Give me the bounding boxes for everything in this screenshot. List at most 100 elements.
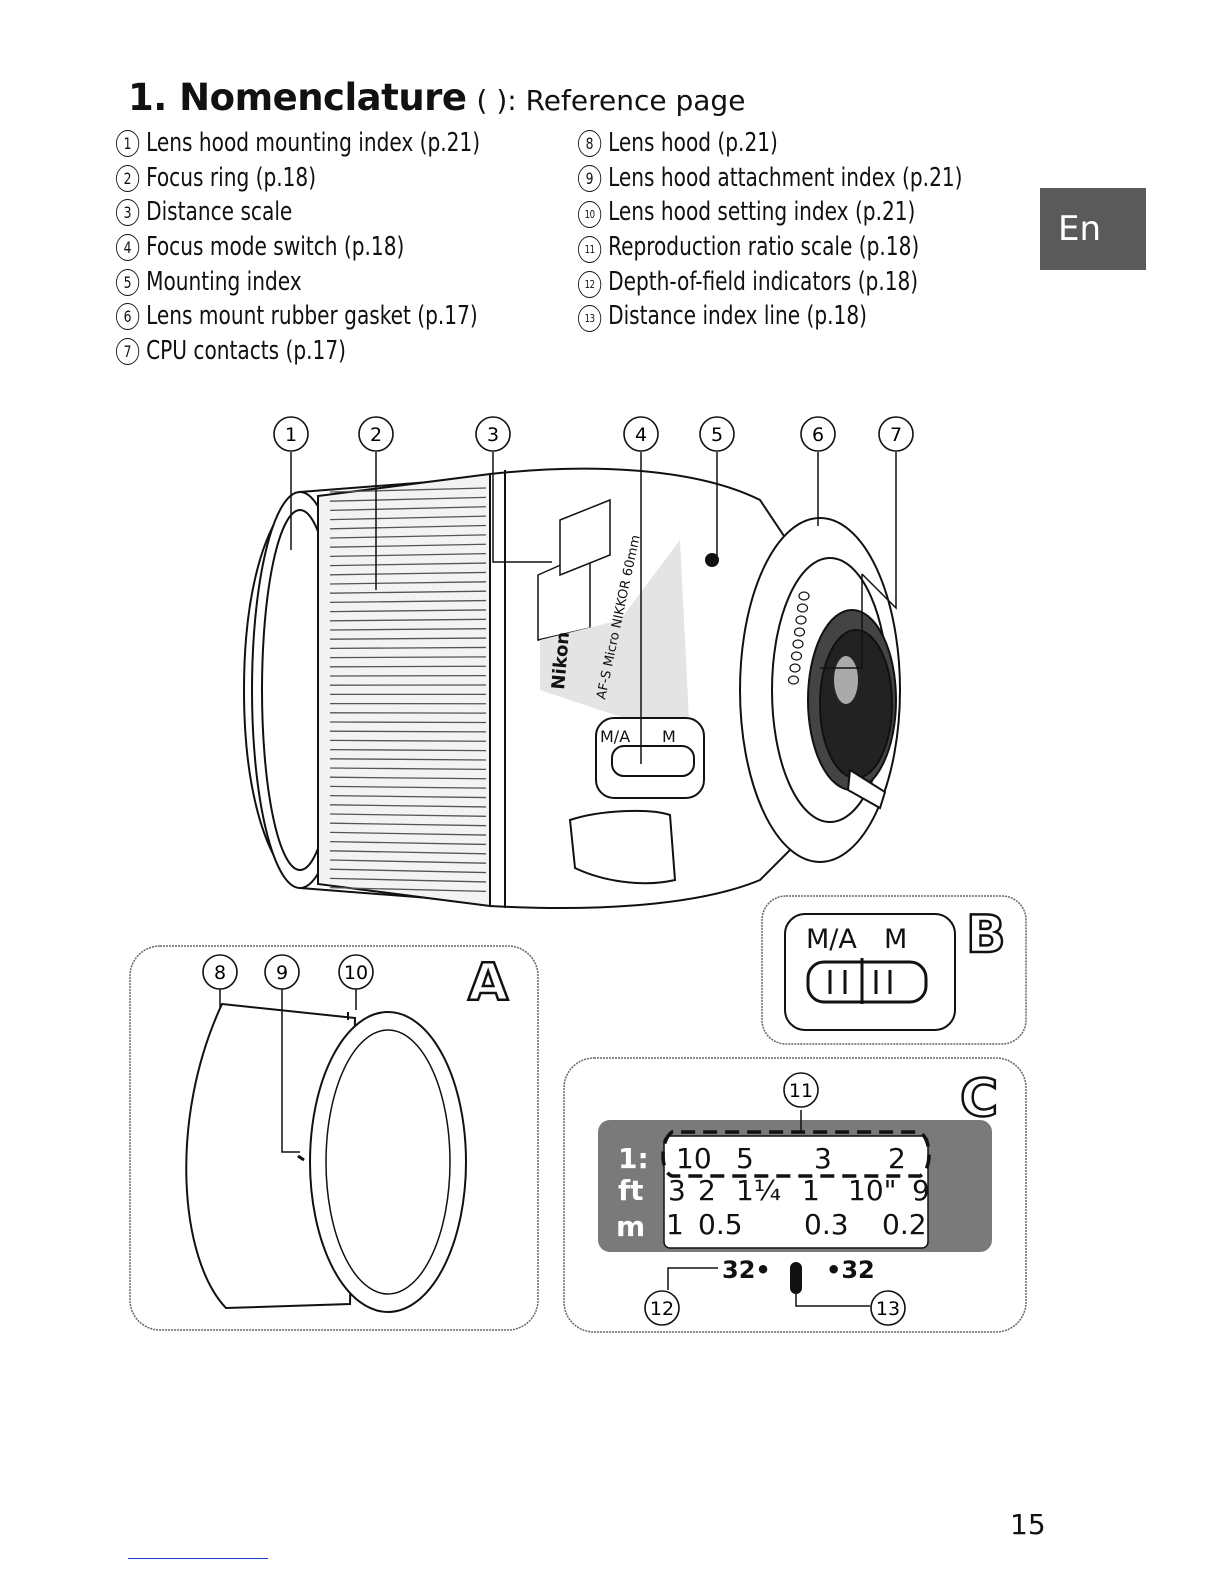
callout-main: 4 (635, 424, 647, 446)
callout-a: 9 (276, 962, 288, 984)
scale-value: 1 (802, 1174, 820, 1207)
lens-brand: Nikon (548, 631, 574, 691)
row-label-m: m (616, 1210, 645, 1243)
language-tab: En (1040, 188, 1146, 270)
page-title: 1. Nomenclature ( ): Reference page (128, 76, 745, 119)
callout-main-circle (475, 416, 511, 452)
part-number: 8 (578, 130, 602, 157)
callout-main: 5 (711, 424, 723, 446)
callout-main: 7 (890, 424, 902, 446)
part-number: 3 (116, 199, 140, 227)
callout-ratio: 11 (789, 1080, 813, 1102)
callout-main: 6 (812, 424, 824, 446)
part-label: Lens mount rubber gasket (p.17) (146, 301, 478, 332)
scale-value: 1 (666, 1208, 684, 1241)
part-label: Focus mode switch (p.18) (146, 232, 405, 263)
callout-dof: 12 (650, 1298, 674, 1320)
footer-rule (128, 1558, 268, 1559)
callout-index: 13 (876, 1298, 900, 1320)
inset-c-letter: C (960, 1069, 998, 1129)
section-heading: 1. Nomenclature (128, 76, 467, 119)
part-label: Distance index line (p.18) (608, 301, 868, 332)
page-number: 15 (1010, 1508, 1046, 1541)
scale-value: 0.5 (698, 1208, 743, 1241)
part-number: 2 (116, 164, 140, 192)
switch-label-ma: M/A (600, 727, 630, 746)
part-label: Reproduction ratio scale (p.18) (608, 232, 920, 263)
callout-main-circle (878, 416, 914, 452)
callout-main-circle (623, 416, 659, 452)
part-number: 1 (116, 130, 140, 157)
row-label-ft: ft (618, 1174, 644, 1207)
part-label: Mounting index (146, 266, 302, 297)
scale-value: 2 (888, 1142, 906, 1175)
part-number: 4 (116, 234, 140, 262)
inset-b: M/A M B (761, 895, 1027, 1045)
part-label: CPU contacts (p.17) (146, 336, 346, 367)
main-leader-lines (290, 452, 897, 764)
callout-a-circle (264, 954, 300, 990)
scale-value: 0.3 (804, 1208, 849, 1241)
callout-main-circle (273, 416, 309, 452)
part-label: Lens hood attachment index (p.21) (608, 162, 963, 193)
part-number: 5 (116, 268, 140, 296)
part-label: Lens hood setting index (p.21) (608, 197, 916, 228)
inset-b-letter: B (966, 905, 1006, 965)
callout-a-circle (338, 954, 374, 990)
inset-b-ma: M/A (806, 924, 857, 955)
dof-right: •32 (826, 1256, 875, 1284)
dof-left: 32• (722, 1256, 771, 1284)
part-number: 10 (578, 201, 602, 229)
callout-main: 1 (285, 424, 297, 446)
callout-a: 10 (344, 962, 368, 984)
scale-value: 1¼ (736, 1174, 781, 1207)
part-number: 13 (578, 305, 602, 333)
reference-note: ( ): Reference page (476, 84, 746, 117)
part-label: Lens hood mounting index (p.21) (146, 128, 481, 158)
part-label: Distance scale (146, 197, 293, 228)
scale-value: 10" (848, 1174, 897, 1207)
scale-value: 9 (912, 1174, 930, 1207)
callout-index-circle (870, 1290, 906, 1326)
callout-main-circle (800, 416, 836, 452)
switch-label-m: M (662, 727, 676, 746)
inset-a-letter: A (468, 953, 508, 1013)
callout-main-circle (699, 416, 735, 452)
part-number: 11 (578, 236, 602, 264)
part-label: Lens hood (p.21) (608, 128, 778, 158)
part-number: 6 (116, 303, 140, 331)
m-row: 1 0.5 0.3 0.2 (666, 1208, 927, 1241)
inset-b-m: M (884, 924, 907, 955)
lens-illustration: Nikon AF-S Micro NIKKOR 60mm M/A M (242, 467, 901, 910)
callout-dof-circle (644, 1290, 680, 1326)
callout-main: 3 (487, 424, 499, 446)
scale-value: 0.2 (882, 1208, 927, 1241)
part-label: Focus ring (p.18) (146, 162, 317, 193)
part-number: 12 (578, 270, 602, 298)
callout-ratio-circle (783, 1072, 819, 1108)
part-number: 9 (578, 164, 602, 192)
scale-value: 2 (698, 1174, 716, 1207)
scale-value: 10 (676, 1142, 712, 1175)
